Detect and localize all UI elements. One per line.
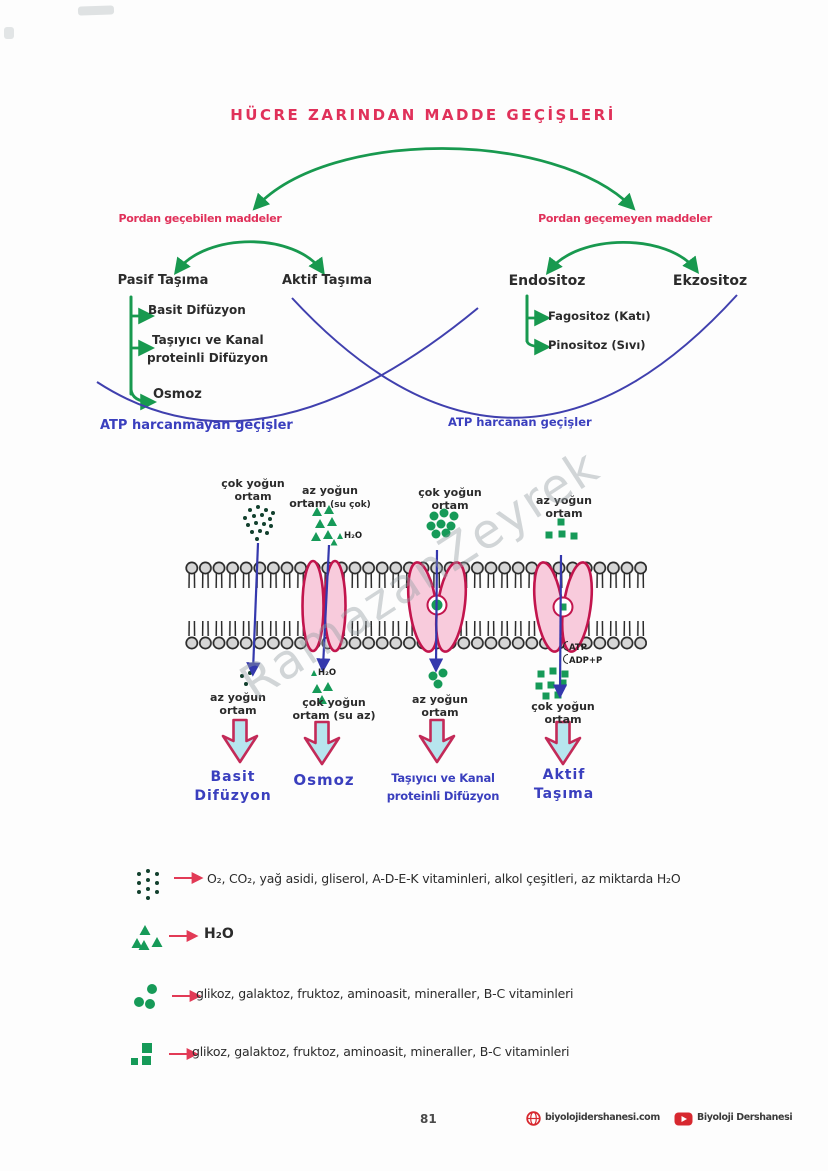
note-atp: ATP harcanan geçişler bbox=[448, 415, 592, 429]
blue-underline-arcs bbox=[96, 294, 738, 423]
label-top-col4: az yoğun ortam bbox=[536, 494, 592, 520]
name-osmoz: Osmoz bbox=[293, 771, 355, 789]
green-arrow-arcs bbox=[129, 147, 700, 411]
curve-arrow-icon bbox=[563, 654, 568, 664]
label-bottom-col1: az yoğun ortam bbox=[210, 691, 266, 717]
cluster-circles-top bbox=[426, 508, 459, 539]
tree-connectors bbox=[96, 147, 738, 423]
legend-row3-text: glikoz, galaktoz, fruktoz, aminoasit, mi… bbox=[196, 986, 574, 1001]
cluster-triangles-top bbox=[311, 505, 338, 546]
globe-icon bbox=[526, 1111, 541, 1126]
cluster-dots-bottom bbox=[240, 671, 252, 686]
youtube-icon bbox=[674, 1112, 693, 1126]
legend-circles-icon bbox=[134, 984, 157, 1009]
name-aktif-tasima: Aktif Taşıma bbox=[533, 767, 595, 802]
legend-triangles-icon bbox=[131, 925, 163, 950]
label-bottom-col3: az yoğun ortam bbox=[412, 693, 468, 719]
item-basit-difuzyon: Basit Difüzyon bbox=[148, 303, 246, 317]
legend-arrow-icon bbox=[174, 872, 204, 884]
water-annotation-bottom: H₂O bbox=[311, 668, 336, 678]
label-bottom-col4: çok yoğun ortam bbox=[531, 700, 595, 726]
pumped-molecule-square bbox=[559, 603, 567, 611]
membrane-proteins bbox=[301, 559, 594, 653]
cluster-dots-top bbox=[243, 505, 275, 541]
footer-website: biyolojidershanesi.com bbox=[545, 1112, 660, 1123]
cluster-squares-bottom bbox=[535, 667, 569, 700]
item-tasiyici-kanal-line2: proteinli Difüzyon bbox=[147, 351, 269, 365]
page-title: HÜCRE ZARINDAN MADDE GEÇİŞLERİ bbox=[230, 106, 616, 124]
legend-squares-icon bbox=[131, 1043, 152, 1065]
item-tasiyici-kanal-line1: Taşıyıcı ve Kanal bbox=[152, 333, 264, 347]
water-triangle-icon bbox=[311, 669, 317, 676]
water-annotation-top: H₂O bbox=[337, 531, 362, 541]
item-osmoz: Osmoz bbox=[153, 387, 202, 402]
legend-row4-text: glikoz, galaktoz, fruktoz, aminoasit, mi… bbox=[192, 1044, 570, 1059]
legend-row2-text: H₂O bbox=[204, 926, 234, 942]
note-no-atp: ATP harcanmayan geçişler bbox=[100, 418, 293, 433]
branch-label-impassable: Pordan geçemeyen maddeler bbox=[538, 212, 712, 225]
transport-arrows bbox=[246, 542, 568, 699]
legend-dots-icon bbox=[137, 869, 159, 900]
name-basit-difuzyon: Basit Difüzyon bbox=[194, 769, 272, 804]
node-endositoz: Endositoz bbox=[508, 273, 586, 289]
scan-smudge bbox=[4, 27, 14, 39]
legend-arrow-icon bbox=[169, 930, 199, 942]
legend-arrow-icon bbox=[172, 990, 202, 1002]
cluster-circles-bottom bbox=[428, 668, 448, 689]
footer-channel: Biyoloji Dershanesi bbox=[697, 1112, 793, 1123]
curve-arrow-icon bbox=[563, 641, 568, 651]
channel-protein-right bbox=[323, 559, 347, 653]
channel-protein-left bbox=[301, 559, 325, 653]
node-aktif-tasima: Aktif Taşıma bbox=[281, 273, 373, 288]
branch-label-passable: Pordan geçebilen maddeler bbox=[118, 212, 282, 225]
item-fagositoz: Fagositoz (Katı) bbox=[548, 309, 651, 323]
label-top-col1: çok yoğun ortam bbox=[221, 477, 285, 503]
node-ekzositoz: Ekzositoz bbox=[672, 273, 748, 289]
node-pasif-tasima: Pasif Taşıma bbox=[117, 273, 209, 288]
cluster-triangles-bottom bbox=[312, 682, 333, 704]
name-tasiyici-kanal: Taşıyıcı ve Kanal proteinli Difüzyon bbox=[386, 771, 500, 803]
water-triangle-icon bbox=[337, 532, 343, 539]
legend-arrow-icon bbox=[169, 1048, 199, 1060]
result-arrows bbox=[221, 718, 582, 766]
label-top-col2: az yoğun ortam (su çok) bbox=[289, 484, 371, 510]
membrane-diagram bbox=[185, 505, 647, 766]
cluster-squares-top bbox=[545, 518, 578, 540]
label-top-col3: çok yoğun ortam bbox=[418, 486, 482, 512]
legend-row1-text: O₂, CO₂, yağ asidi, gliserol, A-D-E-K vi… bbox=[207, 871, 681, 886]
scan-smudge bbox=[77, 5, 115, 16]
label-bottom-col2: çok yoğun ortam (su az) bbox=[292, 696, 376, 722]
page-number: 81 bbox=[420, 1112, 437, 1126]
item-pinositoz: Pinositoz (Sıvı) bbox=[548, 338, 646, 352]
atp-annotation: ATP ADP+P bbox=[563, 641, 602, 667]
